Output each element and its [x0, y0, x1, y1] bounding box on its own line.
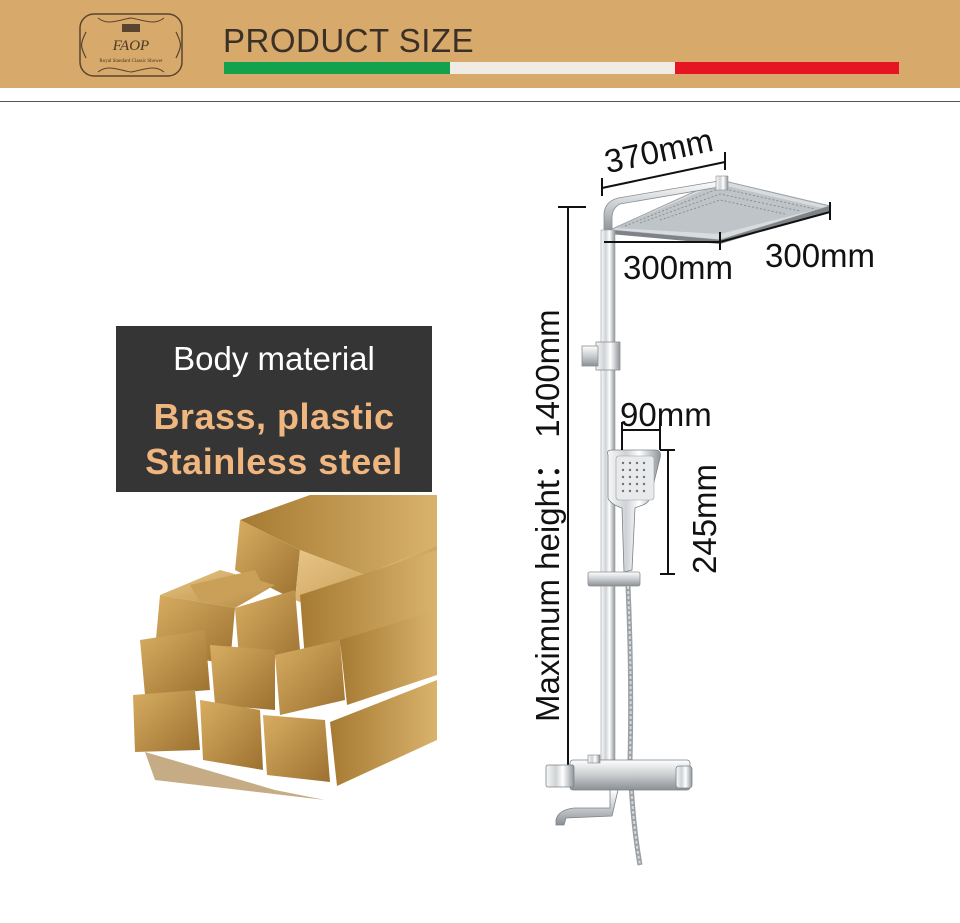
shower-system-diagram [545, 152, 832, 866]
bar-middle-row [155, 550, 437, 670]
brand-logo: FAOP Royal Standard Classic Shower [79, 13, 183, 77]
shower-arm [603, 175, 729, 233]
bar-bottom-row [133, 680, 437, 800]
header-banner: FAOP Royal Standard Classic Shower PRODU… [0, 0, 960, 88]
shower-hose [625, 585, 643, 866]
logo-caption: Royal Standard Classic Shower [99, 59, 163, 64]
slide-holder [587, 571, 641, 587]
material-value-line2: Stainless steel [145, 441, 403, 482]
handheld-dimension-lines [621, 422, 675, 575]
flag-stripe-red [675, 62, 899, 74]
material-label: Body material [173, 340, 375, 377]
tub-spout [555, 789, 619, 826]
material-value-line1: Brass, plastic [153, 396, 395, 437]
header-divider [0, 101, 960, 102]
flag-stripe-white [450, 62, 675, 74]
handheld-width-label: 90mm [620, 396, 712, 433]
bar-lower-row [140, 610, 437, 715]
page-title: PRODUCT SIZE [223, 22, 475, 59]
brass-bars-image [133, 495, 437, 800]
width-dimension-lines [601, 152, 831, 250]
thermostatic-mixer [545, 754, 693, 791]
flag-stripe-green [224, 62, 450, 74]
logo-monogram: FAOP [112, 38, 149, 54]
material-info-box: Body material Brass, plastic Stainless s… [116, 326, 432, 492]
head-width-label: 300mm [765, 237, 876, 274]
hand-shower [607, 449, 661, 573]
pipe-bracket [581, 341, 621, 371]
head-depth-label: 300mm [623, 249, 734, 286]
handheld-length-label: 245mm [686, 463, 723, 574]
max-height-label: Maximum height： 1400mm [529, 309, 566, 722]
